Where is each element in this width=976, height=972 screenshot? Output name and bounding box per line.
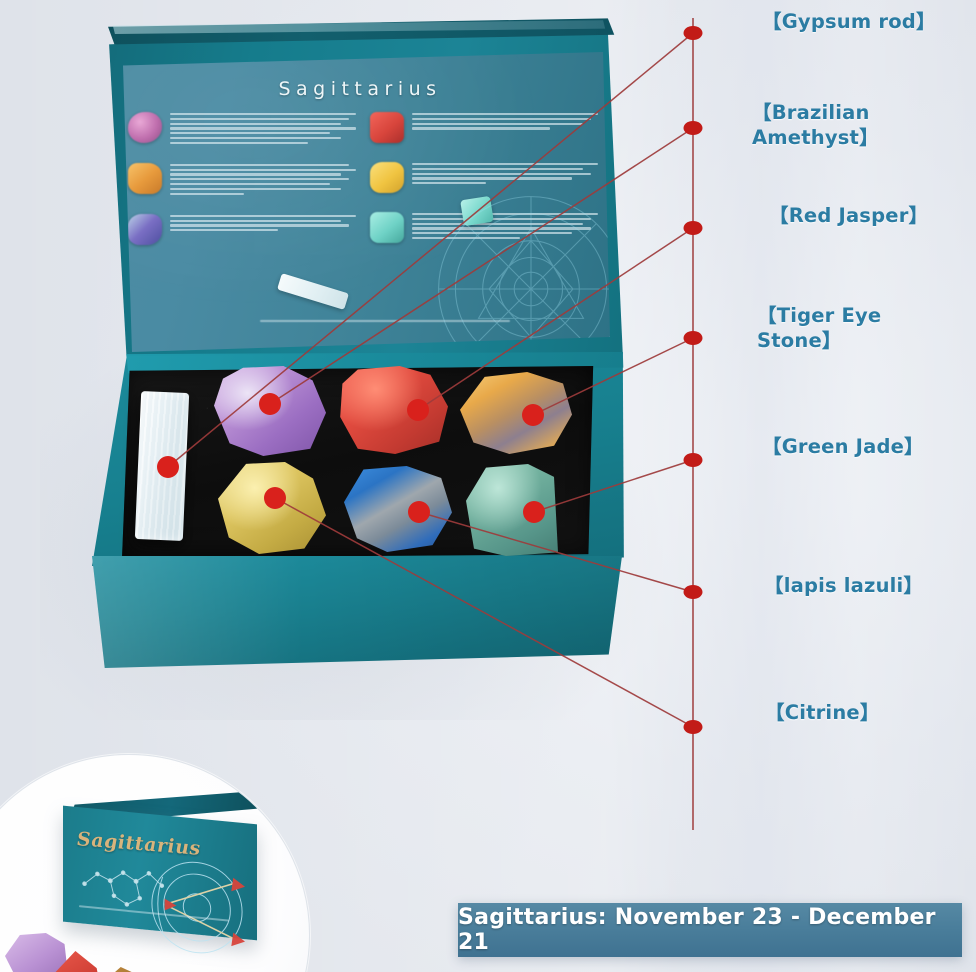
callout-label-brazilian-amethyst: 【Brazilian Amethyst】: [752, 101, 879, 149]
leader-green-jade: [533, 459, 694, 513]
callout-label-green-jade: 【Green Jade】: [762, 435, 924, 458]
callout-label-red-jasper: 【Red Jasper】: [769, 204, 929, 227]
leader-brazilian-amethyst: [269, 127, 694, 405]
callout-dot-lapis-lazuli: [683, 585, 703, 599]
stone-dot-lapis-lazuli: [408, 501, 430, 523]
callout-dot-tiger-eye-stone: [683, 331, 703, 345]
stone-dot-red-jasper: [407, 399, 429, 421]
leader-citrine: [274, 497, 694, 728]
leader-lapis-lazuli: [418, 511, 694, 593]
callout-dot-red-jasper: [683, 221, 703, 235]
stone-marker-dots: [157, 393, 545, 523]
leader-red-jasper: [417, 227, 694, 411]
stone-dot-brazilian-amethyst: [259, 393, 281, 415]
callout-label-tiger-eye-stone: 【Tiger Eye Stone】: [757, 304, 882, 352]
zodiac-date-banner: Sagittarius: November 23 - December 21: [458, 903, 962, 957]
callout-dot-gypsum-rod: [683, 26, 703, 40]
zodiac-date-text: Sagittarius: November 23 - December 21: [458, 905, 936, 955]
callout-label-lapis-lazuli: 【lapis lazuli】: [764, 574, 924, 597]
callout-dot-green-jade: [683, 453, 703, 467]
callout-label-citrine: 【Citrine】: [765, 701, 880, 724]
callout-label-gypsum-rod: 【Gypsum rod】: [762, 10, 936, 33]
stone-dot-citrine: [264, 487, 286, 509]
stone-dot-gypsum-rod: [157, 456, 179, 478]
leader-tiger-eye-stone: [532, 337, 694, 416]
callout-dot-brazilian-amethyst: [683, 121, 703, 135]
stone-dot-green-jade: [523, 501, 545, 523]
stone-dot-tiger-eye-stone: [522, 404, 544, 426]
callout-dot-citrine: [683, 720, 703, 734]
